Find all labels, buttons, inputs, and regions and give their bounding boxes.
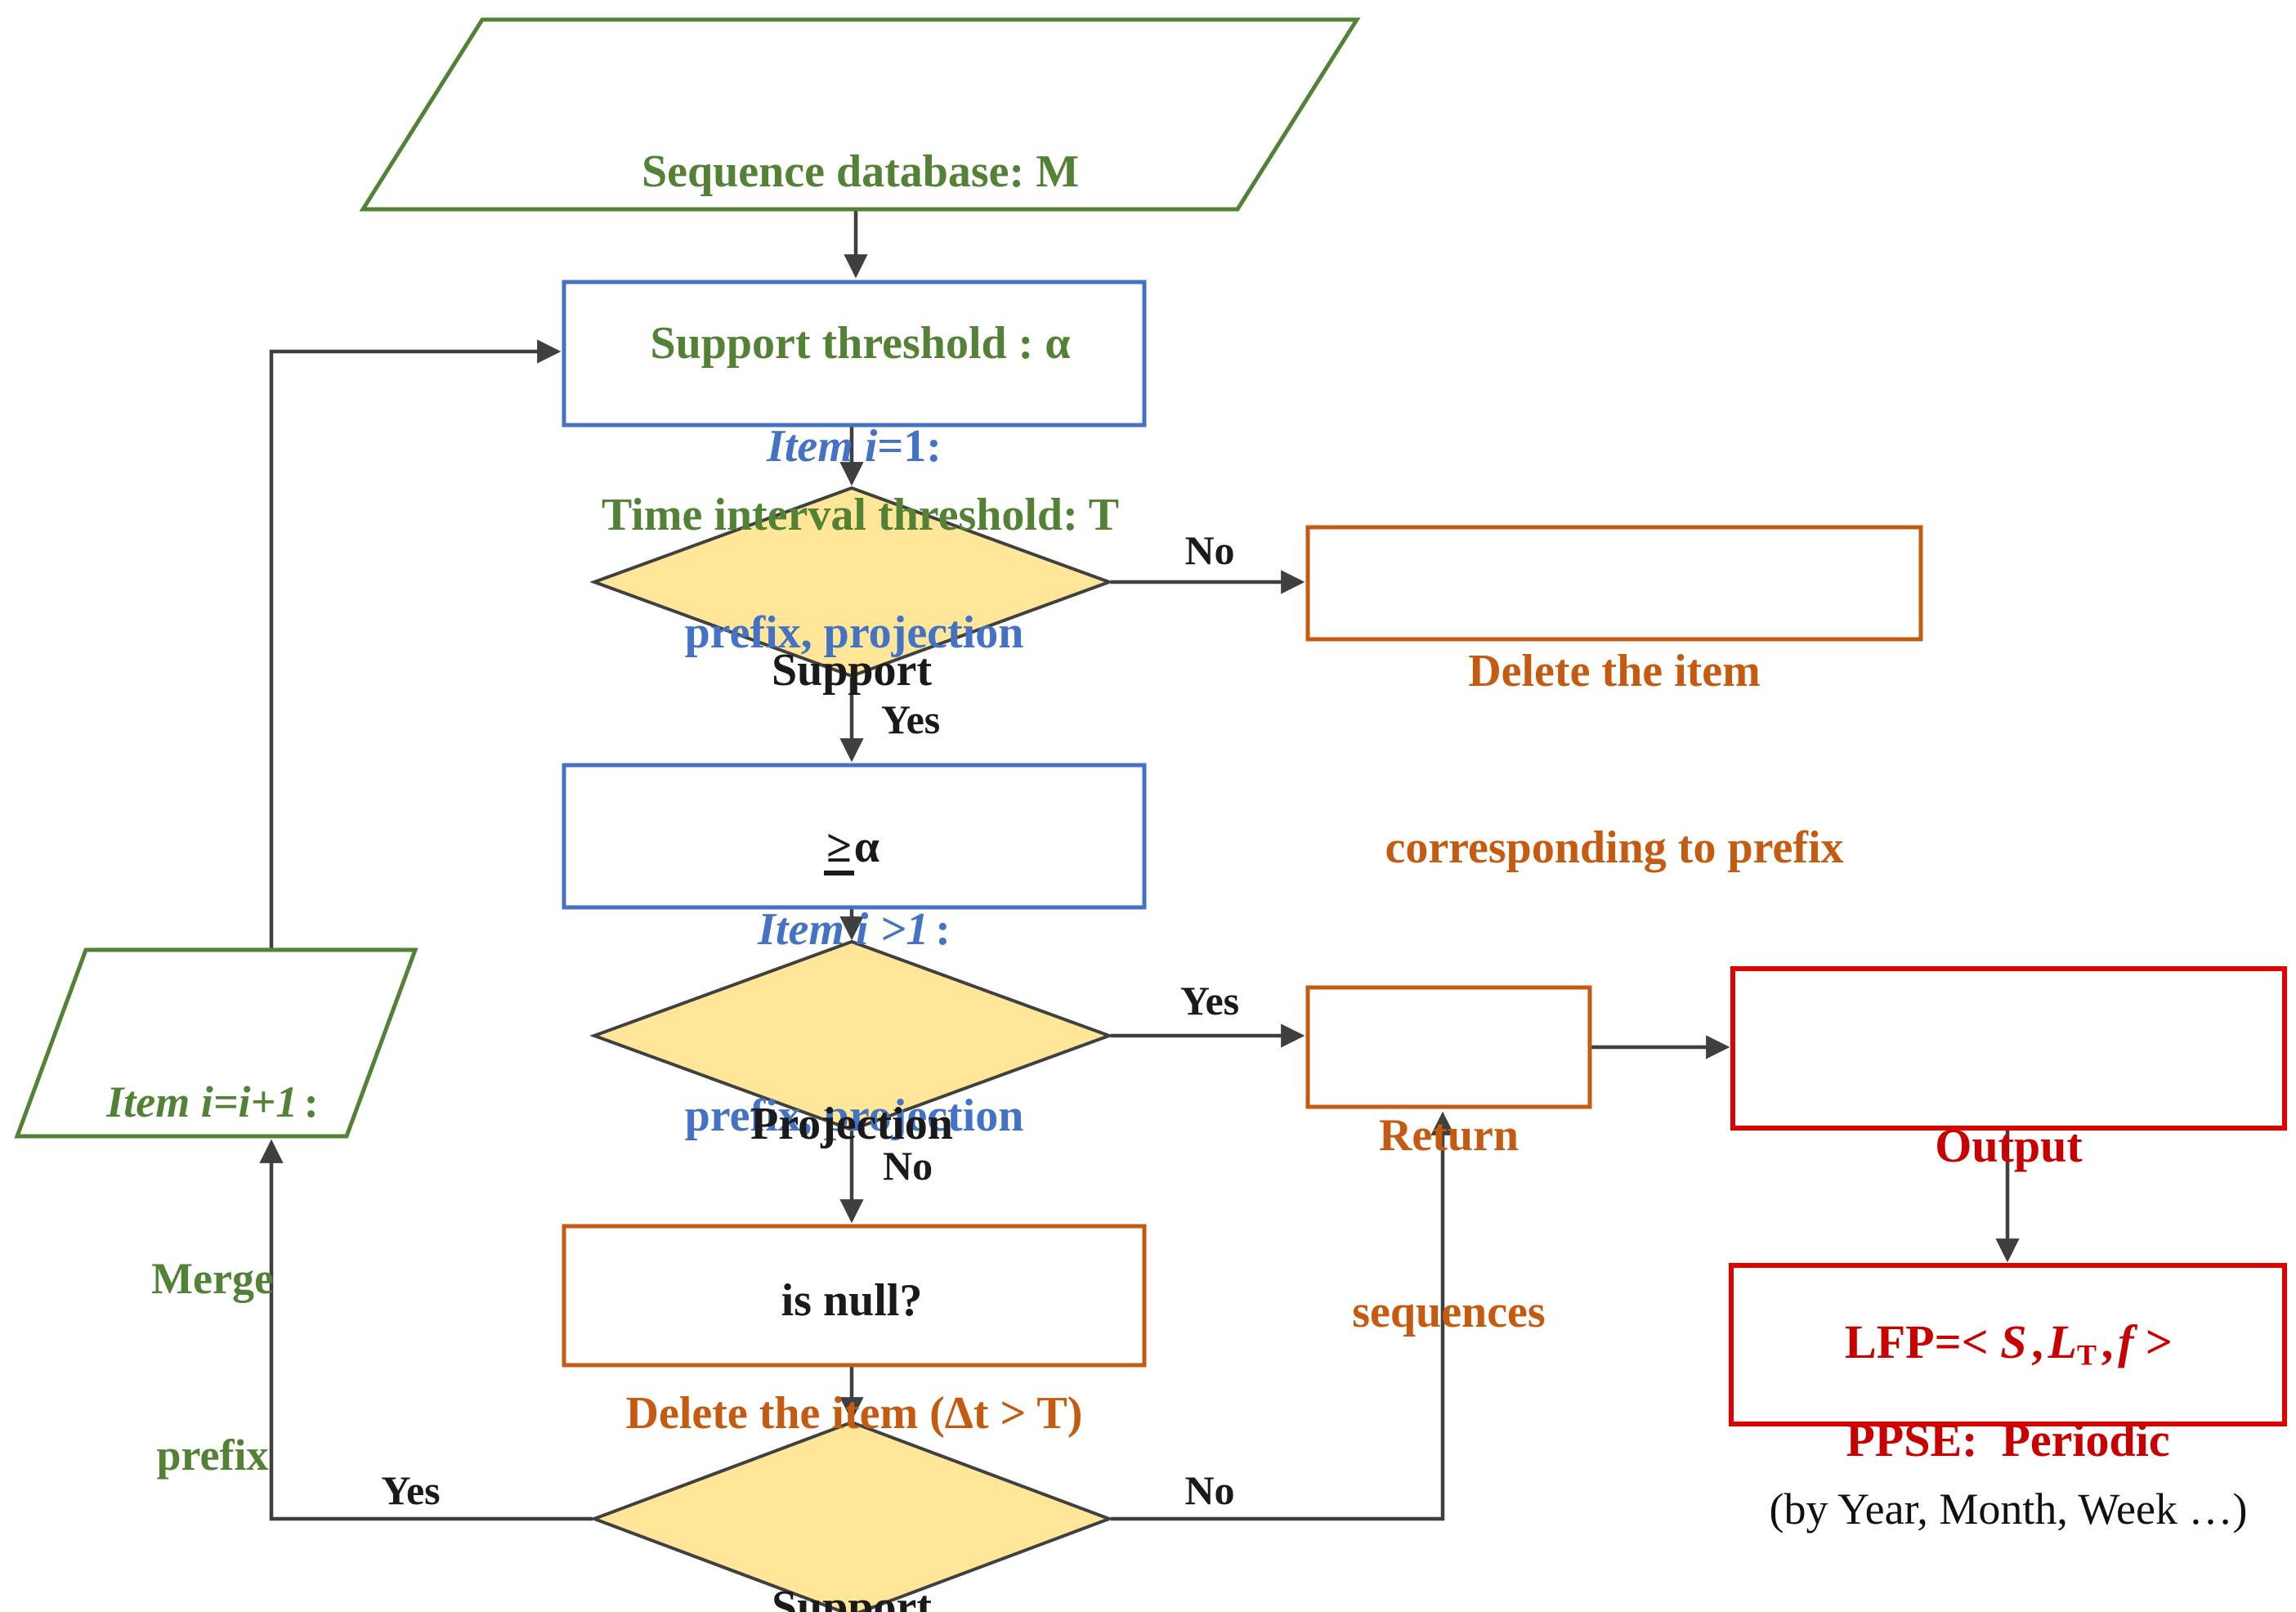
lfp-prefix: LFP=< <box>1845 1315 2001 1368</box>
itemnext-box-text: Item i >1: prefix, projection <box>564 774 1144 1271</box>
output-box-text: Output LFP=< S,LT,f > <box>1733 983 2285 1519</box>
support1-diamond-text: Support ≥α <box>606 523 1097 994</box>
edge-label-projection-yes: Yes <box>1179 978 1240 1023</box>
delete-prefix-line2: corresponding to prefix <box>1385 822 1844 873</box>
output-line1: Output <box>1935 1119 2083 1172</box>
item1-line2: prefix, projection <box>684 607 1024 658</box>
projection-diamond-shape <box>589 939 1114 1132</box>
edge-label-support1-yes: Yes <box>881 696 941 742</box>
support1-line1: Support <box>771 645 933 696</box>
return-box-shape <box>1305 985 1592 1109</box>
itemnext-title-italic: Item i >1 <box>758 904 929 955</box>
item1-box-shape <box>562 280 1147 428</box>
lfp-sub-t: T <box>2076 1338 2097 1372</box>
projection-line1: Projection <box>750 1099 953 1149</box>
output-box-shape <box>1730 966 2287 1131</box>
edge-label-support2-no: No <box>1184 1467 1235 1513</box>
input-parallelogram-shape <box>359 17 1361 212</box>
itemnext-title: Item i >1: <box>564 898 1144 960</box>
lfp-var-f: f <box>2118 1315 2134 1368</box>
projection-line2: is null? <box>781 1275 923 1326</box>
merge-line2: Merge <box>151 1254 274 1303</box>
merge-title-italic: Item i=i+1 <box>106 1077 298 1126</box>
merge-title: Item i=i+1: <box>33 1072 392 1131</box>
edge-label-support2-yes: Yes <box>381 1467 441 1513</box>
input-line1: Sequence database: M <box>641 146 1080 197</box>
lfp-sep2: , <box>2101 1315 2114 1368</box>
return-line1: Return <box>1378 1110 1519 1161</box>
ppse-line1: PPSE: Periodic <box>1846 1413 2170 1466</box>
item1-box-text: Item i=1: prefix, projection <box>564 291 1144 788</box>
output-lfp-line: LFP=< S,LT,f > <box>1733 1310 2285 1388</box>
support1-line2: ≥α <box>606 817 1097 876</box>
return-line2: sequences <box>1352 1287 1546 1337</box>
support2-diamond-shape <box>589 1420 1114 1612</box>
delete-prefix-box-shape <box>1305 525 1923 642</box>
delete-prefix-box-text: Delete the item corresponding to prefix <box>1308 524 1921 995</box>
support2-diamond-text: Support ≥α <box>606 1460 1097 1612</box>
edge-label-support1-no: No <box>1184 527 1235 573</box>
ppse-box-shape <box>1729 1263 2287 1426</box>
itemnext-box-shape <box>562 763 1147 910</box>
support1-diamond-shape <box>589 486 1114 678</box>
item1-title-italic: Item i <box>767 421 878 472</box>
return-box-text: Return sequences <box>1308 988 1590 1459</box>
ppse-line2: detection based on LFP <box>1731 1600 2285 1612</box>
merge-parallelogram-text: Item i=i+1: Merge prefix <box>33 955 392 1602</box>
delete-interval-box-text: Delete the item (Δt > T) <box>564 1266 1144 1561</box>
merge-parallelogram-shape <box>14 947 418 1139</box>
lfp-sep1: , <box>2031 1315 2043 1368</box>
arrow-merge-loop-to-item1 <box>269 339 562 948</box>
merge-line3: prefix <box>156 1431 269 1480</box>
lfp-var-l: L <box>2048 1315 2077 1368</box>
input-line3: Time interval threshold: T <box>601 490 1120 540</box>
ge-operator: ≥ <box>824 824 854 876</box>
lfp-var-s: S <box>2000 1315 2027 1368</box>
edge-label-projection-no: No <box>883 1143 933 1189</box>
item1-title: Item i=1: <box>564 415 1144 477</box>
support2-line1: Support <box>771 1582 933 1612</box>
ppse-box-text: PPSE: Periodic detection based on LFP <box>1731 1281 2285 1612</box>
itemnext-line2: prefix, projection <box>684 1090 1024 1141</box>
itemnext-title-rest: : <box>935 904 951 955</box>
input-parallelogram-text: Sequence database: M Support threshold :… <box>376 29 1345 658</box>
alpha-symbol: α <box>853 822 879 872</box>
ppse-caption: (by Year, Month, Week …) <box>1769 1484 2248 1534</box>
delete-interval-box-shape <box>562 1224 1147 1368</box>
delete-interval-line1: Delete the item (Δt > T) <box>625 1388 1083 1439</box>
lfp-suffix: > <box>2133 1315 2173 1368</box>
input-line2: Support threshold : α <box>650 318 1071 369</box>
arrow-support2-no-to-return <box>1111 1111 1455 1521</box>
merge-title-rest: : <box>303 1077 319 1126</box>
projection-diamond-text: Projection is null? <box>606 977 1097 1448</box>
delete-prefix-line1: Delete the item <box>1468 646 1761 696</box>
item1-title-rest: =1: <box>877 421 942 472</box>
arrow-support2-yes-to-merge <box>259 1139 593 1521</box>
